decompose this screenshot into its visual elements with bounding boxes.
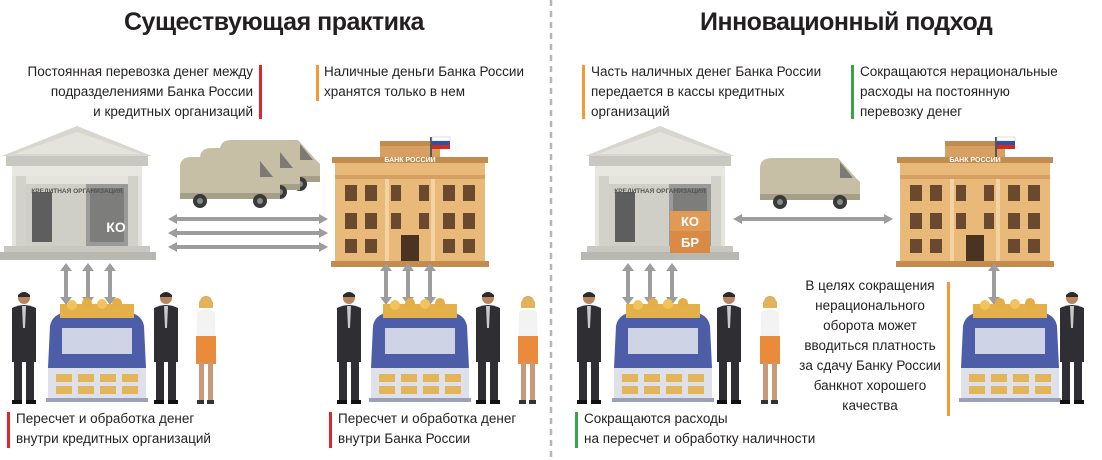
note-cash-right: Часть наличных денег Банка России переда…	[591, 64, 822, 119]
bank-sign: БАНК РОССИИ	[384, 157, 435, 164]
red-marker	[7, 412, 10, 448]
note-quality: В целях сокращения нерационального оборо…	[799, 278, 941, 413]
double-arrow-icon	[168, 214, 328, 224]
credit-org-sign: КРЕДИТНАЯ ОРГАНИЗАЦИЯ	[31, 188, 123, 195]
person-icon	[476, 292, 500, 404]
orange-marker	[947, 282, 950, 416]
vault-ko-panel	[670, 211, 710, 231]
note-processing: Сокращаются расходы на пересчет и обрабо…	[584, 411, 816, 446]
right-title: Инновационный подход	[700, 8, 993, 36]
left-title: Существующая практика	[124, 8, 424, 36]
up-down-arrow-icon	[424, 263, 436, 305]
bank-sign: БАНК РОССИИ	[949, 157, 1000, 164]
vault-br-panel	[670, 231, 710, 253]
note-count-br: Пересчет и обработка денег внутри Банка …	[338, 411, 517, 446]
person-icon	[717, 292, 741, 404]
note-transport: Постоянная перевозка денег между подразд…	[27, 64, 253, 119]
orange-marker	[316, 65, 319, 101]
person-icon	[760, 296, 780, 404]
person-icon	[337, 292, 361, 404]
up-down-arrow-icon	[666, 263, 678, 305]
credit-org-sign: КРЕДИТНАЯ ОРГАНИЗАЦИЯ	[614, 188, 706, 195]
vault-label-br: БР	[681, 235, 699, 250]
person-icon	[577, 292, 601, 404]
double-arrow-icon	[733, 214, 893, 224]
vault-label-ko: КО	[681, 214, 699, 229]
counting-machine-icon	[46, 298, 148, 402]
counting-machine-icon	[369, 298, 471, 402]
person-icon	[1060, 292, 1084, 404]
double-arrow-icon	[168, 228, 328, 238]
vault-label: КО	[106, 219, 126, 235]
up-down-arrow-icon	[622, 263, 634, 305]
up-down-arrow-icon	[104, 263, 116, 305]
person-icon	[518, 296, 538, 404]
orange-marker	[582, 65, 585, 119]
red-marker	[329, 412, 332, 448]
person-icon	[12, 292, 36, 404]
red-marker	[259, 65, 262, 119]
note-costs: Сокращаются нерациональные расходы на по…	[860, 64, 1058, 119]
note-cash-left: Наличные деньги Банка России хранятся то…	[324, 64, 525, 99]
counting-machine-icon	[612, 298, 714, 402]
counting-machine-icon	[959, 298, 1061, 402]
double-arrow-icon	[168, 242, 328, 252]
person-icon	[196, 296, 216, 404]
up-down-arrow-icon	[60, 263, 72, 305]
person-icon	[154, 292, 178, 404]
up-down-arrow-icon	[380, 263, 392, 305]
van-icon	[760, 158, 860, 209]
green-marker	[851, 65, 854, 119]
note-count-ko: Пересчет и обработка денег внутри кредит…	[16, 411, 211, 446]
green-marker	[575, 412, 578, 448]
